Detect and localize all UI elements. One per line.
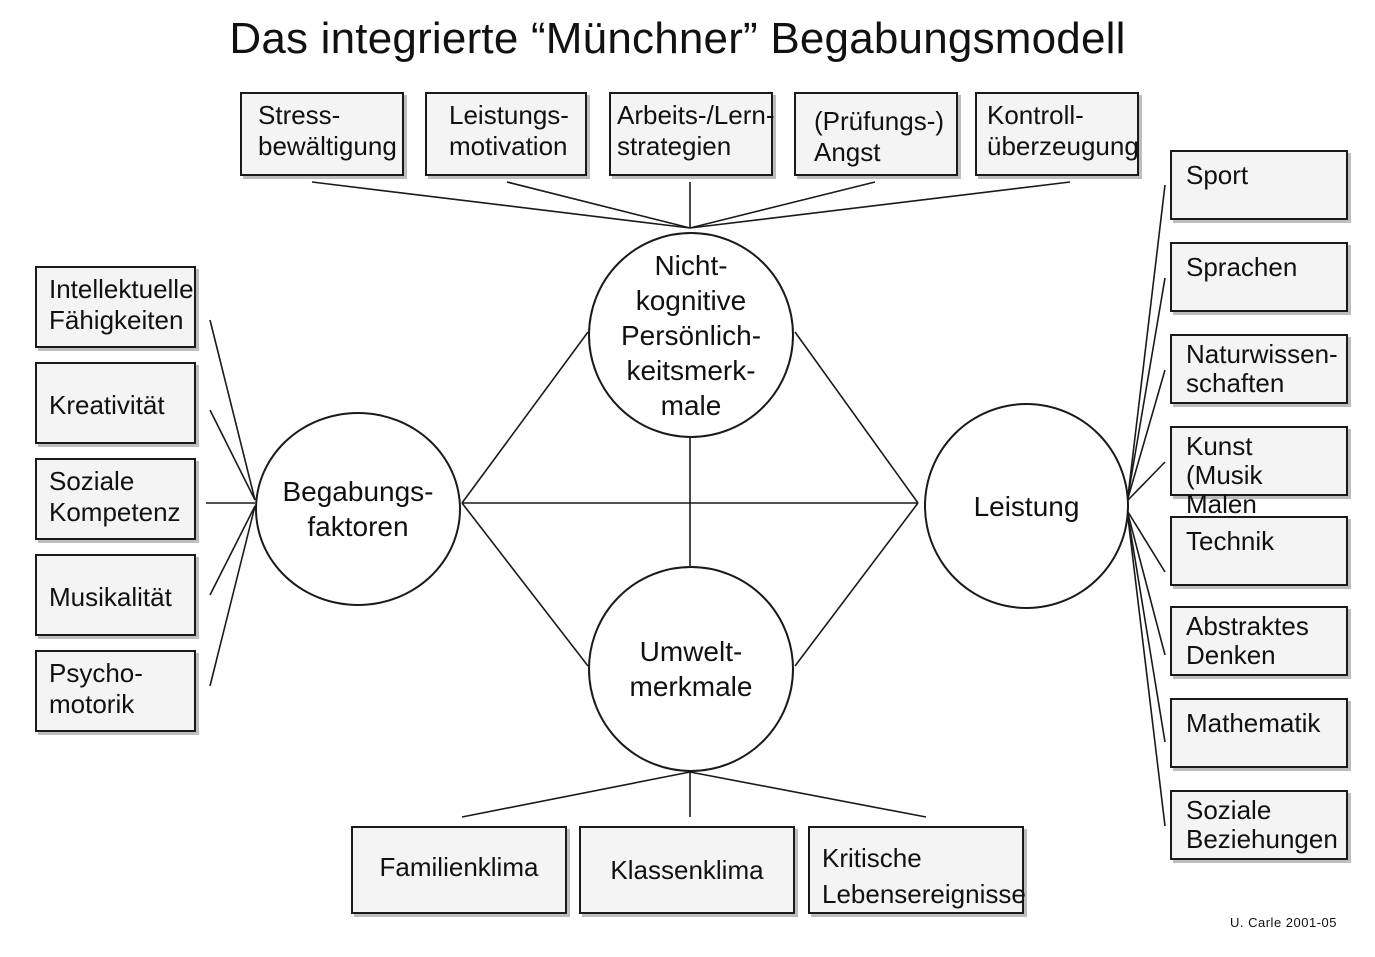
- connector-line: [461, 502, 589, 667]
- box-leistungsmotivation: Leistungs- motivation: [425, 92, 587, 176]
- box-soziale-kompetenz: Soziale Kompetenz: [35, 458, 196, 540]
- connector-line: [1127, 513, 1166, 656]
- connector-line: [689, 771, 927, 818]
- circle-umweltmerkmale: Umwelt- merkmale: [588, 566, 794, 772]
- connector-line: [1127, 277, 1166, 497]
- box-musikalitaet: Musikalität: [35, 554, 196, 636]
- box-technik: Technik: [1170, 516, 1348, 586]
- connector-line: [209, 409, 256, 501]
- circle-nichtkognitive-persoenlichkeitsmerkmale: Nicht- kognitive Persönlich- keitsmerk- …: [588, 232, 794, 438]
- box-kreativitaet: Kreativität: [35, 362, 196, 444]
- circle-leistung: Leistung: [924, 403, 1129, 609]
- connector-line: [461, 331, 589, 504]
- connector-line: [794, 502, 919, 667]
- box-pruefungsangst: (Prüfungs-) Angst: [794, 92, 958, 176]
- connector-line: [461, 771, 691, 818]
- connector-line: [209, 505, 256, 687]
- box-abstraktes-denken: Abstraktes Denken: [1170, 606, 1348, 676]
- diagram-title: Das integrierte “Münchner” Begabungsmode…: [229, 14, 1126, 63]
- connector-line: [689, 181, 876, 229]
- box-psychomotorik: Psycho- motorik: [35, 650, 196, 732]
- box-kritische-lebensereignisse: Kritische Lebensereignisse: [808, 826, 1026, 914]
- box-mathematik: Mathematik: [1170, 698, 1348, 768]
- author-credit: U. Carle 2001-05: [1230, 915, 1337, 930]
- box-sport: Sport: [1170, 150, 1348, 220]
- box-klassenklima: Klassenklima: [579, 826, 795, 914]
- connector-line: [1127, 369, 1166, 499]
- connector-line: [1127, 515, 1166, 743]
- connector-line: [209, 319, 256, 501]
- box-intellektuelle-faehigkeiten: Intellektuelle Fähigkeiten: [35, 266, 196, 348]
- connector-line: [1127, 517, 1166, 827]
- connector-line: [1127, 461, 1166, 501]
- connector-line: [1127, 184, 1166, 497]
- box-sprachen: Sprachen: [1170, 242, 1348, 312]
- box-stressbewaeltigung: Stress- bewältigung: [240, 92, 404, 176]
- box-kontrollueberzeugung: Kontroll- überzeugung: [975, 92, 1139, 176]
- connector-line: [794, 331, 919, 504]
- connector-line: [311, 181, 691, 229]
- circle-begabungsfaktoren: Begabungs- faktoren: [255, 412, 461, 606]
- connector-line: [209, 505, 256, 596]
- box-arbeits-lernstrategien: Arbeits-/Lern- strategien: [609, 92, 775, 176]
- box-familienklima: Familienklima: [351, 826, 567, 914]
- box-naturwissenschaften: Naturwissen- schaften: [1170, 334, 1348, 404]
- box-kunst-musik-malen: Kunst (Musik Malen: [1170, 426, 1348, 519]
- connector-line: [1127, 511, 1166, 573]
- connector-line: [506, 181, 691, 229]
- connector-line: [689, 181, 1071, 229]
- box-soziale-beziehungen: Soziale Beziehungen: [1170, 790, 1348, 860]
